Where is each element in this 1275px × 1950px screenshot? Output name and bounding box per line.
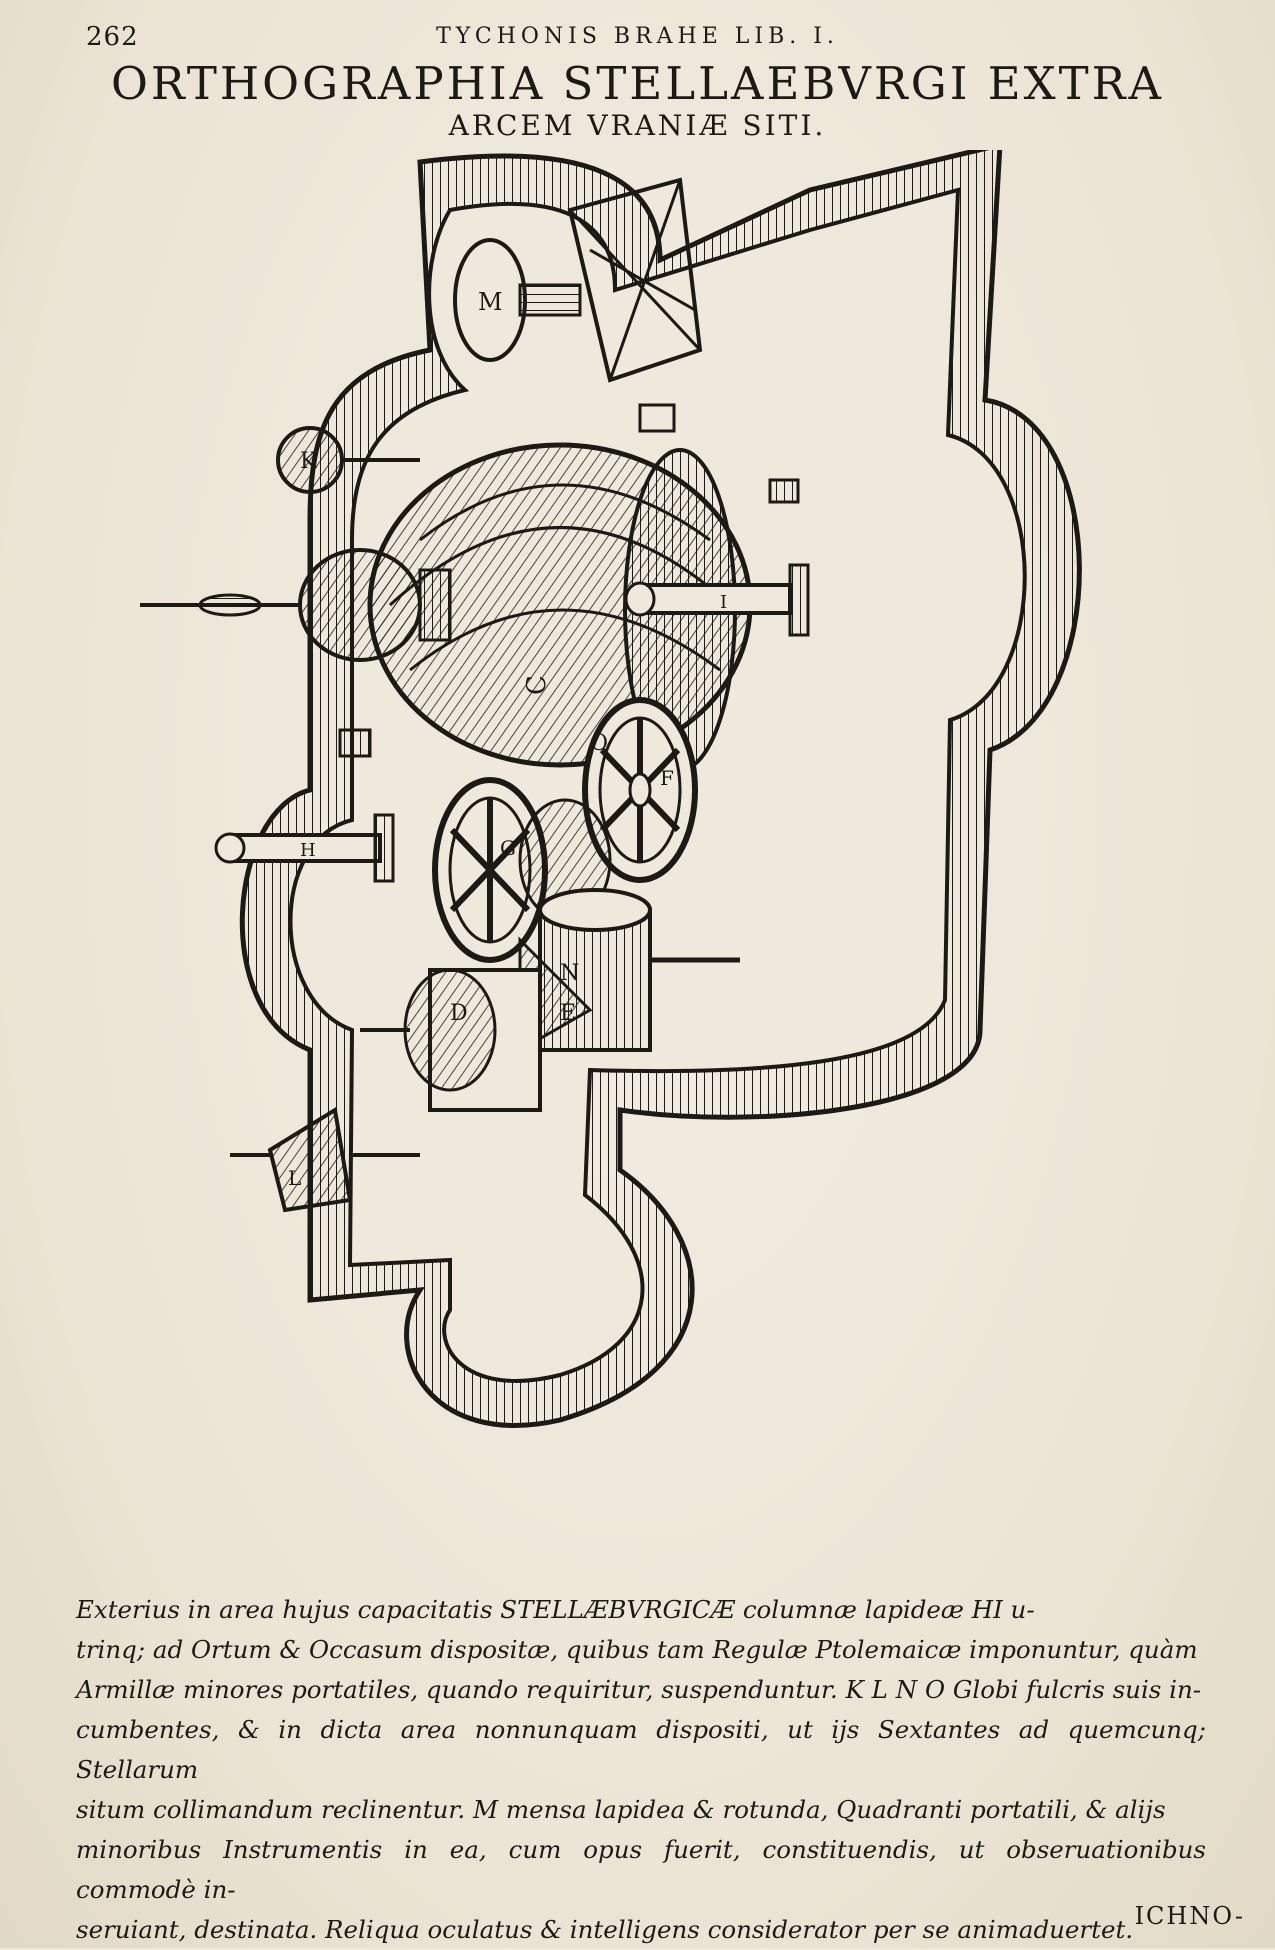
label-h: H xyxy=(300,840,316,861)
label-d: D xyxy=(450,1001,468,1026)
label-o: O xyxy=(590,731,608,756)
dome-spire xyxy=(140,548,452,662)
label-i: I xyxy=(720,592,727,613)
stone-block xyxy=(338,728,372,758)
quadrant-frame: M xyxy=(453,177,703,383)
caption-line: seruiant, destinata. Reliqua oculatus & … xyxy=(76,1915,1134,1944)
label-c: C xyxy=(522,675,552,695)
crypt-tower: N E xyxy=(518,888,740,1053)
catchword: ICHNO- xyxy=(1134,1902,1245,1930)
page-title: ORTHOGRAPHIA STELLAEBVRGI EXTRA xyxy=(110,57,1165,110)
label-k: K xyxy=(300,449,317,474)
caption-line: minoribus Instrumentis in ea, cum opus f… xyxy=(76,1835,1206,1904)
caption-text: Exterius in area hujus capacitatis STELL… xyxy=(76,1590,1206,1950)
label-l: L xyxy=(288,1166,301,1190)
page-subtitle: ARCEM VRANIÆ SITI. xyxy=(448,109,827,142)
caption-line: Armillæ minores portatiles, quando requi… xyxy=(76,1675,1202,1704)
label-e: E xyxy=(560,1001,576,1026)
caption-line: situm collimandum reclinentur. M mensa l… xyxy=(76,1795,1166,1824)
woodcut-illustration: C M K I xyxy=(140,150,1082,1428)
caption-line: cumbentes, & in dicta area nonnunquam di… xyxy=(76,1715,1206,1784)
running-head: 262 TYCHONIS BRAHE LIB. I. xyxy=(0,22,1275,56)
stone-block xyxy=(768,478,800,504)
page-number: 262 xyxy=(86,22,139,52)
globe-k: K xyxy=(276,426,420,494)
caption-line: Exterius in area hujus capacitatis STELL… xyxy=(76,1595,1035,1624)
label-f: F xyxy=(660,766,674,790)
label-n: N xyxy=(560,961,579,986)
armillary-wheel-f: F xyxy=(582,697,698,883)
column-h: H xyxy=(214,813,395,883)
column-i: I xyxy=(624,563,810,637)
caption-line: trinq; ad Ortum & Occasum dispositæ, qui… xyxy=(76,1635,1198,1664)
label-g: G xyxy=(500,836,516,860)
running-title: TYCHONIS BRAHE LIB. I. xyxy=(436,24,839,49)
pavilion-l: L xyxy=(230,1106,420,1213)
label-m: M xyxy=(478,288,503,316)
house-d: D xyxy=(360,968,542,1112)
stone-block xyxy=(638,403,676,433)
